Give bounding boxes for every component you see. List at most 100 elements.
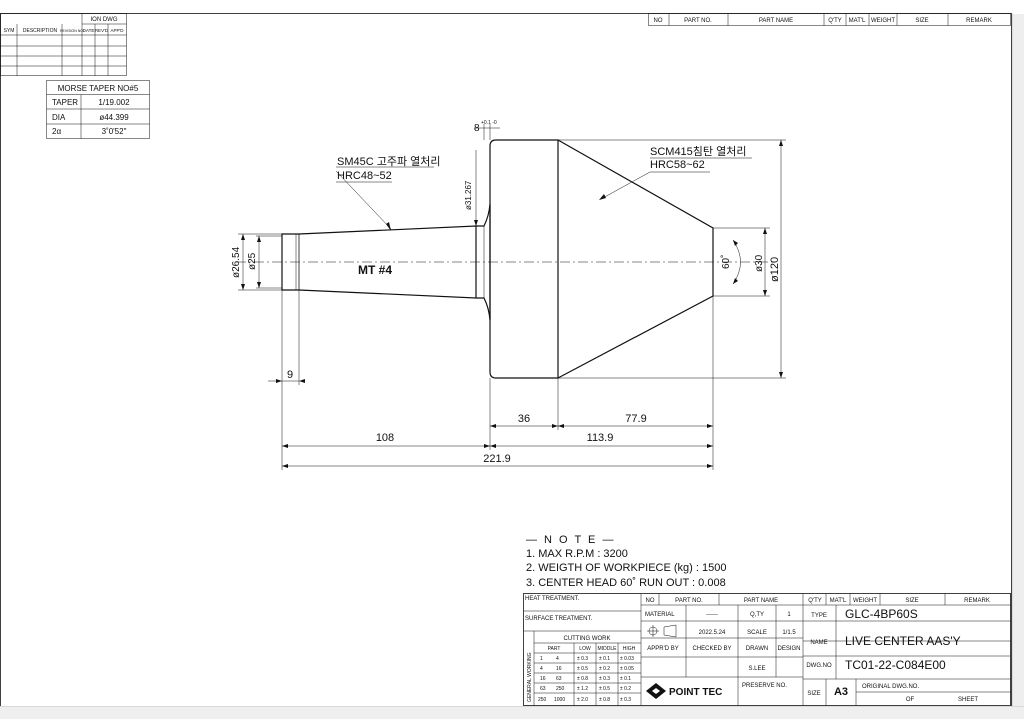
tol-hdr-high: HIGH bbox=[623, 646, 636, 652]
design-label: DESIGN bbox=[777, 646, 800, 652]
tol-cell: 4 bbox=[556, 656, 559, 662]
tb-hdr-qty: Q'TY bbox=[808, 598, 821, 604]
dim-len-9: 9 bbox=[287, 369, 293, 381]
type-value: GLC-4BP60S bbox=[845, 607, 918, 621]
size-value: A3 bbox=[834, 686, 848, 698]
point-tec-logo-icon bbox=[646, 683, 666, 699]
tb-hdr-remark: REMARK bbox=[964, 598, 990, 604]
size-label: SIZE bbox=[807, 691, 820, 697]
date-value: 2022.5.24 bbox=[699, 630, 726, 636]
morse-row-value: 1/19.002 bbox=[98, 98, 130, 107]
morse-row-label: TAPER bbox=[52, 98, 78, 107]
tol-cell: ± 0.8 bbox=[577, 676, 588, 682]
company-name: POINT TEC bbox=[669, 687, 722, 698]
tol-cell: 1 bbox=[540, 656, 543, 662]
apprd-label: APPR'D BY bbox=[647, 646, 679, 652]
tol-cell: 250 bbox=[538, 697, 547, 703]
scale-label: SCALE bbox=[747, 630, 767, 636]
dim-tip-diameter bbox=[713, 227, 770, 297]
tol-cell: ± 0.1 bbox=[620, 676, 631, 682]
vertical-scrollbar[interactable] bbox=[1012, 14, 1024, 706]
name-value: LIVE CENTER AAS'Y bbox=[845, 634, 961, 648]
dim-groove bbox=[474, 124, 500, 140]
top-hdr-partno: PART NO. bbox=[684, 18, 712, 24]
general-working-label: GENERAL WORKING bbox=[527, 652, 533, 702]
dim-angle-60: 60˚ bbox=[720, 255, 732, 269]
tol-cell: ± 0.5 bbox=[599, 686, 610, 692]
tol-cell: 63 bbox=[556, 676, 562, 682]
morse-row-value: 3˚0'52" bbox=[102, 127, 127, 136]
notes-title: — N O T E — bbox=[526, 534, 615, 546]
original-dwg-label: ORIGINAL DWG.NO. bbox=[862, 684, 919, 690]
drawn-label: DRAWN bbox=[746, 646, 768, 652]
dim-angle bbox=[732, 239, 741, 285]
rev-hdr-desc: DESCRIPTION bbox=[23, 28, 58, 34]
dim-len-77-9: 77.9 bbox=[625, 413, 646, 425]
tb-hdr-size: SIZE bbox=[905, 598, 918, 604]
dim-9 bbox=[268, 290, 305, 385]
dim-len-108: 108 bbox=[376, 432, 394, 444]
rev-hdr-revno: REVISION NO. bbox=[60, 29, 84, 33]
revision-title: ION DWG bbox=[91, 17, 118, 23]
material-label: MATERIAL bbox=[645, 612, 675, 618]
top-hdr-partname: PART NAME bbox=[759, 18, 793, 24]
tol-cell: ± 0.2 bbox=[620, 686, 631, 692]
checked-label: CHECKED BY bbox=[692, 646, 731, 652]
material-value: ------ bbox=[706, 612, 718, 618]
qty-value: 1 bbox=[787, 612, 791, 618]
dim-shank-diameters bbox=[238, 233, 282, 291]
dim-row-108-113 bbox=[282, 444, 713, 448]
title-block: HEAT TREATMENT. SURFACE TREATMENT. CUTTI… bbox=[523, 593, 1011, 706]
cone-head bbox=[557, 139, 714, 379]
head-hardness-label: HRC58~62 bbox=[650, 159, 705, 171]
tolerance-rows: 1 4 ± 0.3 ± 0.1 ± 0.03 4 16 ± 0.5 ± 0.2 … bbox=[538, 656, 634, 703]
dim-groove-tol: +0.1 -0 bbox=[481, 120, 497, 126]
type-label: TYPE bbox=[811, 613, 827, 619]
tol-cell: ± 0.3 bbox=[620, 697, 631, 703]
dim-groove-8: 8 bbox=[474, 123, 480, 134]
top-hdr-size: SIZE bbox=[915, 18, 928, 24]
top-hdr-qty: Q'TY bbox=[828, 18, 841, 24]
tol-hdr-middle: MIDDLE bbox=[598, 646, 618, 652]
dim-neck-diameter bbox=[474, 150, 478, 226]
top-hdr-matl: MAT'L bbox=[849, 18, 866, 24]
dim-len-221-9: 221.9 bbox=[483, 453, 511, 465]
tb-hdr-weight: WEIGHT bbox=[853, 598, 877, 604]
dim-row-36-77 bbox=[490, 424, 713, 428]
tol-cell: ± 0.1 bbox=[599, 656, 610, 662]
morse-row-label: DIA bbox=[52, 113, 66, 122]
tol-hdr-part: PART bbox=[548, 646, 561, 652]
dim-d26-54: ø26.54 bbox=[231, 246, 242, 278]
tol-cell: 16 bbox=[540, 676, 546, 682]
tol-cell: ± 0.2 bbox=[599, 666, 610, 672]
mt-label: MT #4 bbox=[358, 263, 392, 277]
qty-label: Q,TY bbox=[750, 612, 764, 618]
tol-hdr-low: LOW bbox=[579, 646, 591, 652]
heat-treatment-label: HEAT TREATMENT. bbox=[525, 596, 580, 602]
sheet-label: SHEET bbox=[958, 697, 978, 703]
shank-hardness-label: HRC48~52 bbox=[337, 170, 392, 182]
dim-d120: ø120 bbox=[769, 257, 781, 282]
tol-cell: ± 0.8 bbox=[599, 697, 610, 703]
dim-len-36: 36 bbox=[518, 413, 530, 425]
revision-block: ION DWG SYM DESCRIPTION REVISION NO. DAT… bbox=[0, 13, 127, 76]
preserve-label: PRESERVE NO. bbox=[742, 683, 787, 689]
leader-head-material bbox=[599, 157, 752, 200]
top-hdr-weight: WEIGHT bbox=[871, 18, 895, 24]
dwg-no-value: TC01-22-C084E00 bbox=[845, 658, 946, 672]
morse-row-value: ø44.399 bbox=[99, 113, 129, 122]
tol-cell: 4 bbox=[540, 666, 543, 672]
rev-hdr-date: DATE bbox=[83, 28, 95, 33]
tol-cell: 63 bbox=[540, 686, 546, 692]
tol-cell: ± 0.5 bbox=[577, 666, 588, 672]
head-material-label: SCM415침탄 열처리 bbox=[650, 145, 746, 158]
name-label: NAME bbox=[810, 640, 827, 646]
rev-hdr-sym: SYM bbox=[4, 28, 15, 34]
dim-row-221 bbox=[282, 464, 713, 468]
morse-taper-table: MORSE TAPER NO#5 TAPER 1/19.002 DIA ø44.… bbox=[46, 80, 150, 139]
tol-cell: 1000 bbox=[554, 697, 565, 703]
tb-hdr-no: NO bbox=[646, 598, 655, 604]
part-drawing: SM45C 고주파 열처리 HRC48~52 SCM415침탄 열처리 HRC5… bbox=[231, 120, 786, 470]
shank-material-label: SM45C 고주파 열처리 bbox=[337, 155, 441, 168]
morse-title: MORSE TAPER NO#5 bbox=[58, 84, 139, 93]
